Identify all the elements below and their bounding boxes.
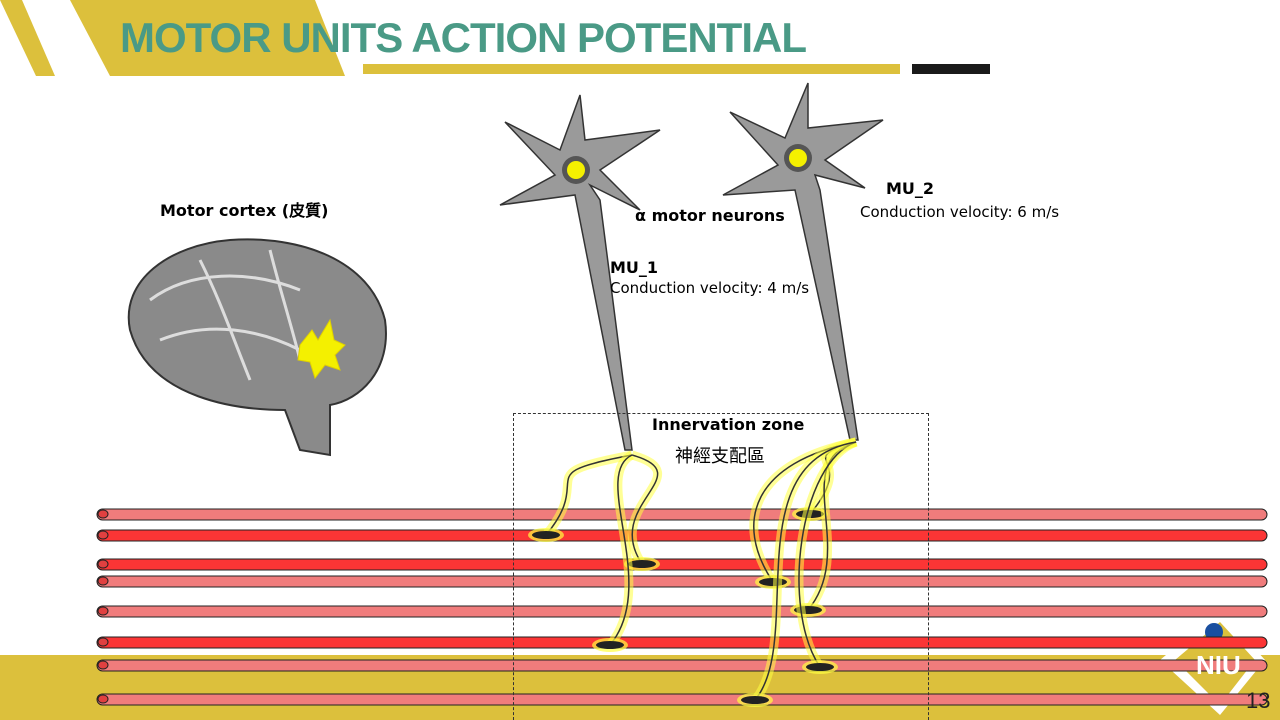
fiber-end <box>97 660 109 670</box>
muscle-fiber <box>96 575 1268 588</box>
axon-branch <box>631 454 659 565</box>
cortex-activation-icon <box>297 318 346 380</box>
fiber-end <box>97 559 109 569</box>
axon-branch <box>545 454 633 536</box>
motor-endplate <box>596 641 624 649</box>
fiber-end <box>97 530 109 540</box>
fiber-end <box>97 509 109 519</box>
innervation-zone-box <box>513 413 929 720</box>
motor-cortex-label: Motor cortex (皮質) <box>160 201 329 220</box>
axon-branch <box>754 441 857 701</box>
muscle-fiber <box>96 636 1268 649</box>
muscle-fiber <box>96 605 1268 618</box>
fiber-end <box>97 576 109 586</box>
muscle-fiber <box>96 659 1268 672</box>
motor-neuron-mu2 <box>722 82 884 441</box>
slide-title: MOTOR UNITS ACTION POTENTIAL <box>120 14 807 61</box>
innervation-zone-zh-label: 神經支配區 <box>675 446 765 467</box>
muscle-fiber <box>96 558 1268 571</box>
motor-neuron-mu1 <box>499 94 661 451</box>
motor-endplate <box>532 531 560 539</box>
mu1-label: MU_1 <box>610 258 659 277</box>
title-underline-dark <box>912 64 990 74</box>
logo-text: NIU <box>1196 650 1241 680</box>
fiber-end <box>97 694 109 704</box>
axon-branch <box>609 454 633 646</box>
mu2-label: MU_2 <box>886 179 935 198</box>
alpha-motor-neurons-label: α motor neurons <box>635 206 785 225</box>
page-number: 13 <box>1246 688 1271 713</box>
axon-branches <box>528 437 858 707</box>
muscle-fiber <box>96 508 1268 521</box>
muscle-fiber <box>96 693 1268 706</box>
motor-endplate <box>628 560 656 568</box>
muscle-fiber <box>96 529 1268 542</box>
fiber-end <box>97 637 109 647</box>
mu1-velocity: Conduction velocity: 4 m/s <box>610 279 810 297</box>
header-stripe <box>0 0 55 76</box>
nucleus-icon <box>789 149 807 167</box>
header-banner <box>70 0 345 76</box>
innervation-zone-label: Innervation zone <box>652 415 805 434</box>
motor-endplate <box>741 696 769 704</box>
nucleus-icon <box>567 161 585 179</box>
fiber-end <box>97 606 109 616</box>
brain-illustration <box>127 238 387 457</box>
motor-endplate <box>806 663 834 671</box>
title-underline <box>363 64 900 74</box>
mu2-velocity: Conduction velocity: 6 m/s <box>860 203 1060 221</box>
muscle-fibers <box>96 508 1268 706</box>
axon-branch <box>798 441 857 668</box>
